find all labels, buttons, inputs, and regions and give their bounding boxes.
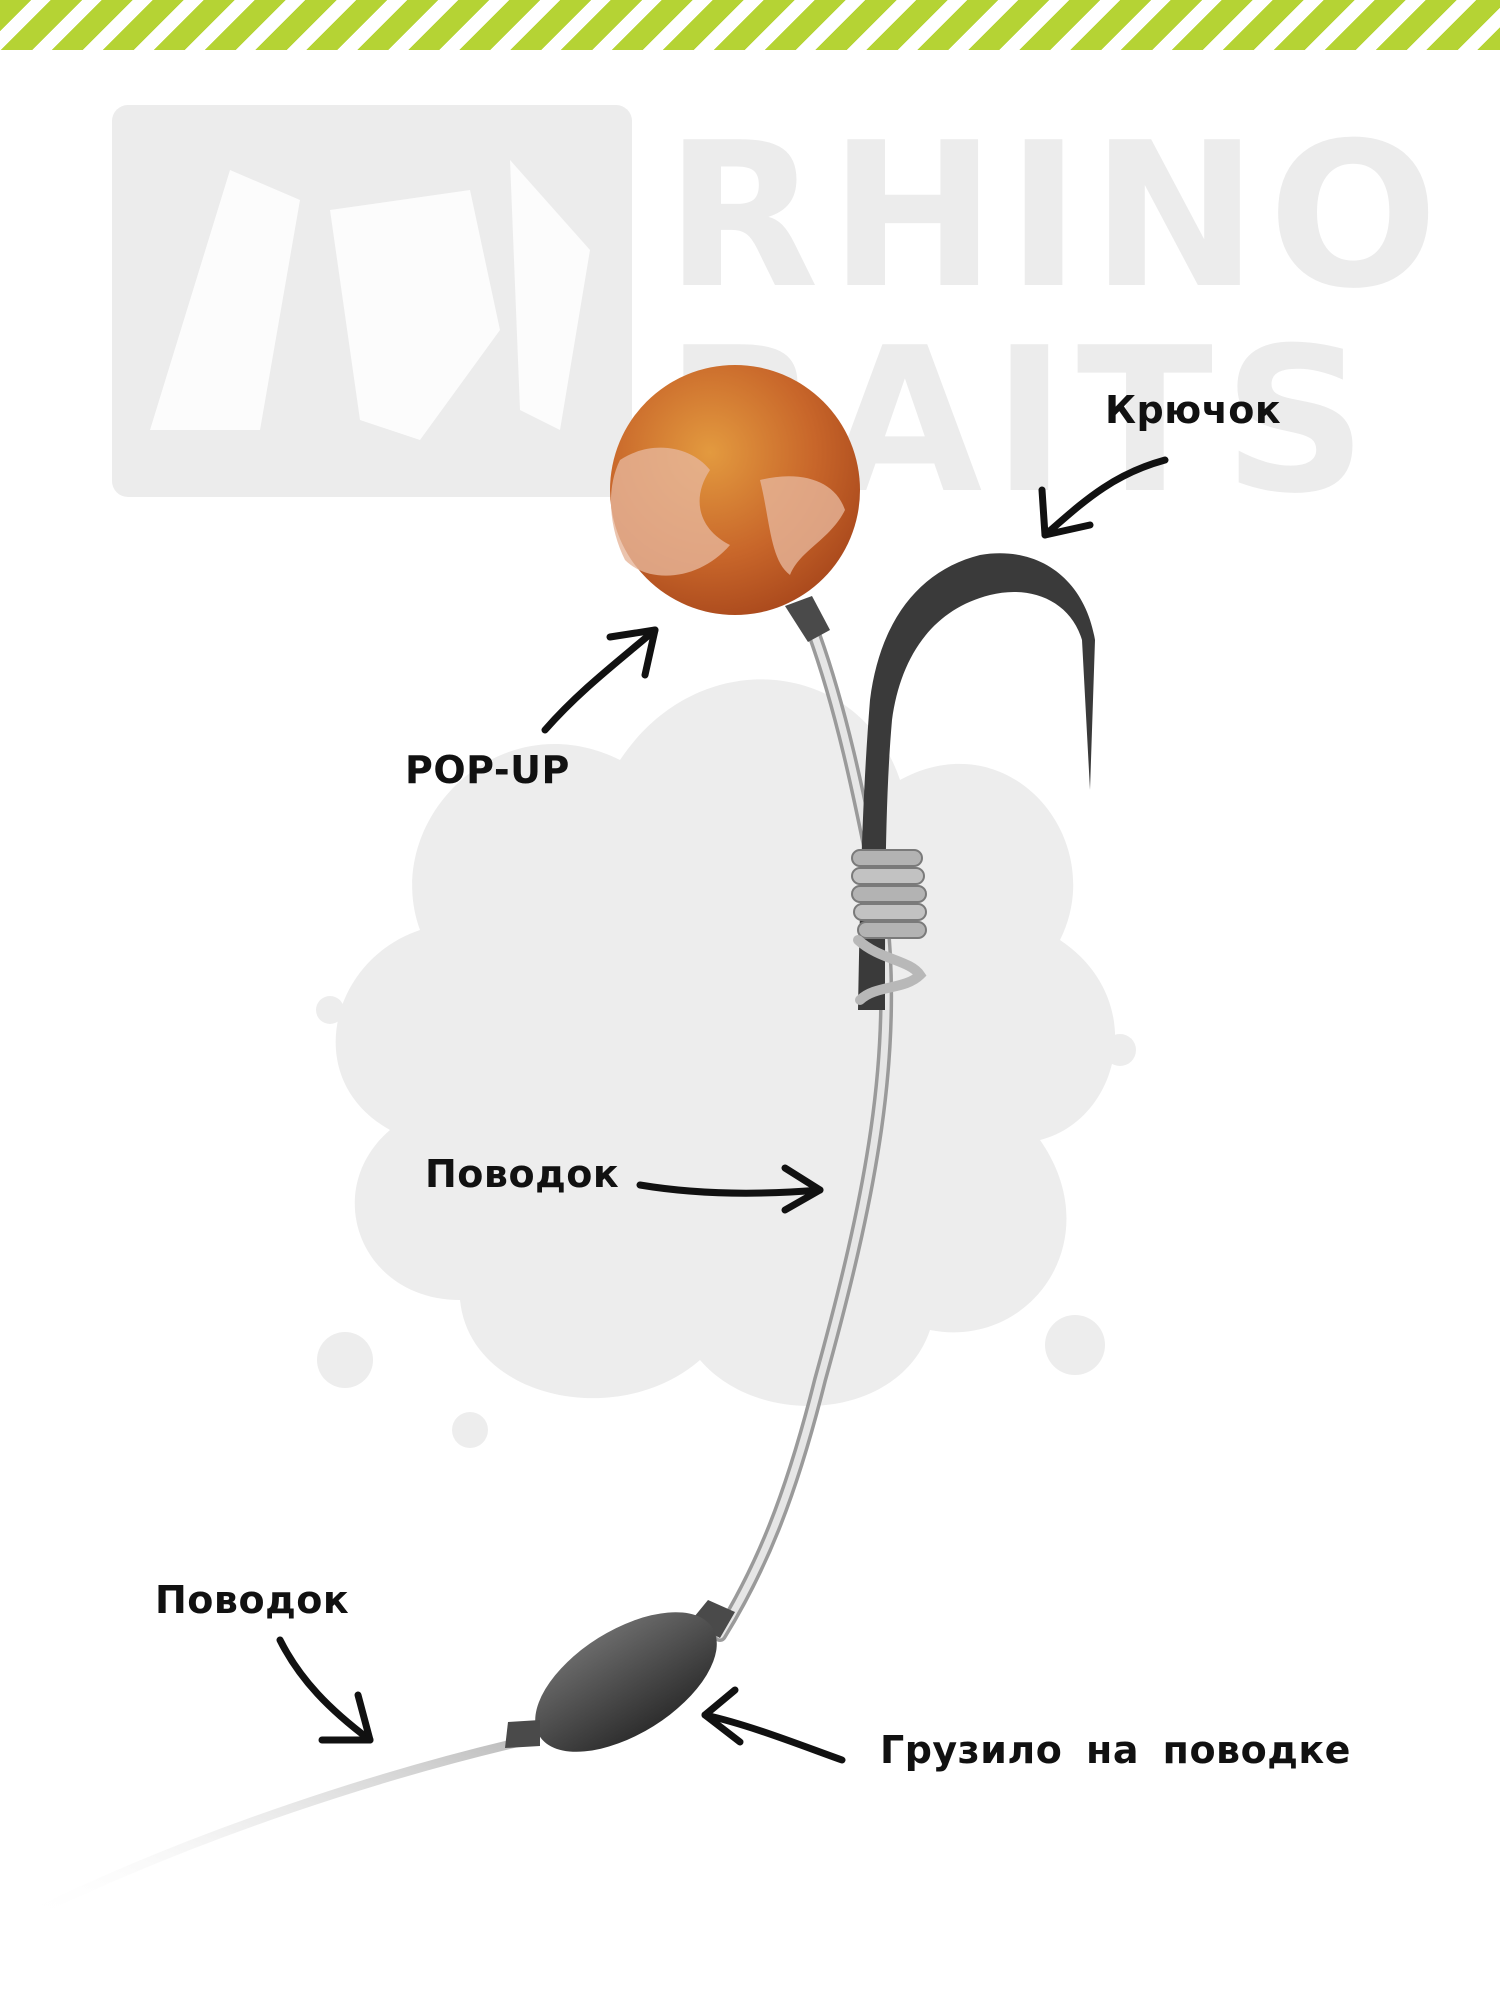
watermark-splash-dot — [1104, 1034, 1136, 1066]
label-weight: Грузило на поводке — [880, 1728, 1351, 1772]
arrow-leader-mid-head — [781, 1164, 824, 1214]
arrows — [276, 456, 1169, 1764]
rhino-baits-watermark: RHINO BAITS — [112, 100, 1448, 1448]
arrow-hook-head — [1038, 486, 1094, 539]
arrow-weight — [701, 1711, 846, 1764]
arrow-leader-mid — [636, 1181, 824, 1197]
hook-link-line-highlight — [716, 614, 890, 1639]
arrow-hook — [1041, 456, 1169, 539]
lead-weight-front-sleeve — [690, 1600, 735, 1638]
watermark-splash-dot — [452, 1412, 488, 1448]
hook — [858, 553, 1095, 1010]
knotless-knot-wraps — [851, 849, 927, 1005]
top-stripe-border — [0, 0, 1500, 50]
label-popup: POP-UP — [405, 748, 570, 792]
watermark-splash-dot — [316, 996, 344, 1024]
lead-weight-rear-sleeve — [505, 1720, 540, 1748]
main-line — [15, 1737, 525, 1925]
watermark-word-rhino: RHINO — [665, 100, 1448, 333]
watermark-splash-dot — [1045, 1315, 1105, 1375]
arrow-leader-low — [276, 1636, 374, 1744]
watermark-rhino-icon — [150, 160, 590, 440]
label-leader-mid: Поводок — [425, 1152, 620, 1196]
lead-weight — [505, 1600, 735, 1752]
arrow-popup-head — [606, 626, 659, 679]
arrow-popup — [541, 626, 659, 734]
bait-stop-sleeve — [785, 596, 830, 642]
popup-bait — [610, 365, 860, 615]
watermark-splash-dot — [317, 1332, 373, 1388]
arrow-leader-low-head — [318, 1691, 374, 1744]
label-hook: Крючок — [1105, 388, 1282, 432]
arrow-weight-head — [701, 1686, 744, 1746]
label-leader-low: Поводок — [155, 1578, 350, 1622]
